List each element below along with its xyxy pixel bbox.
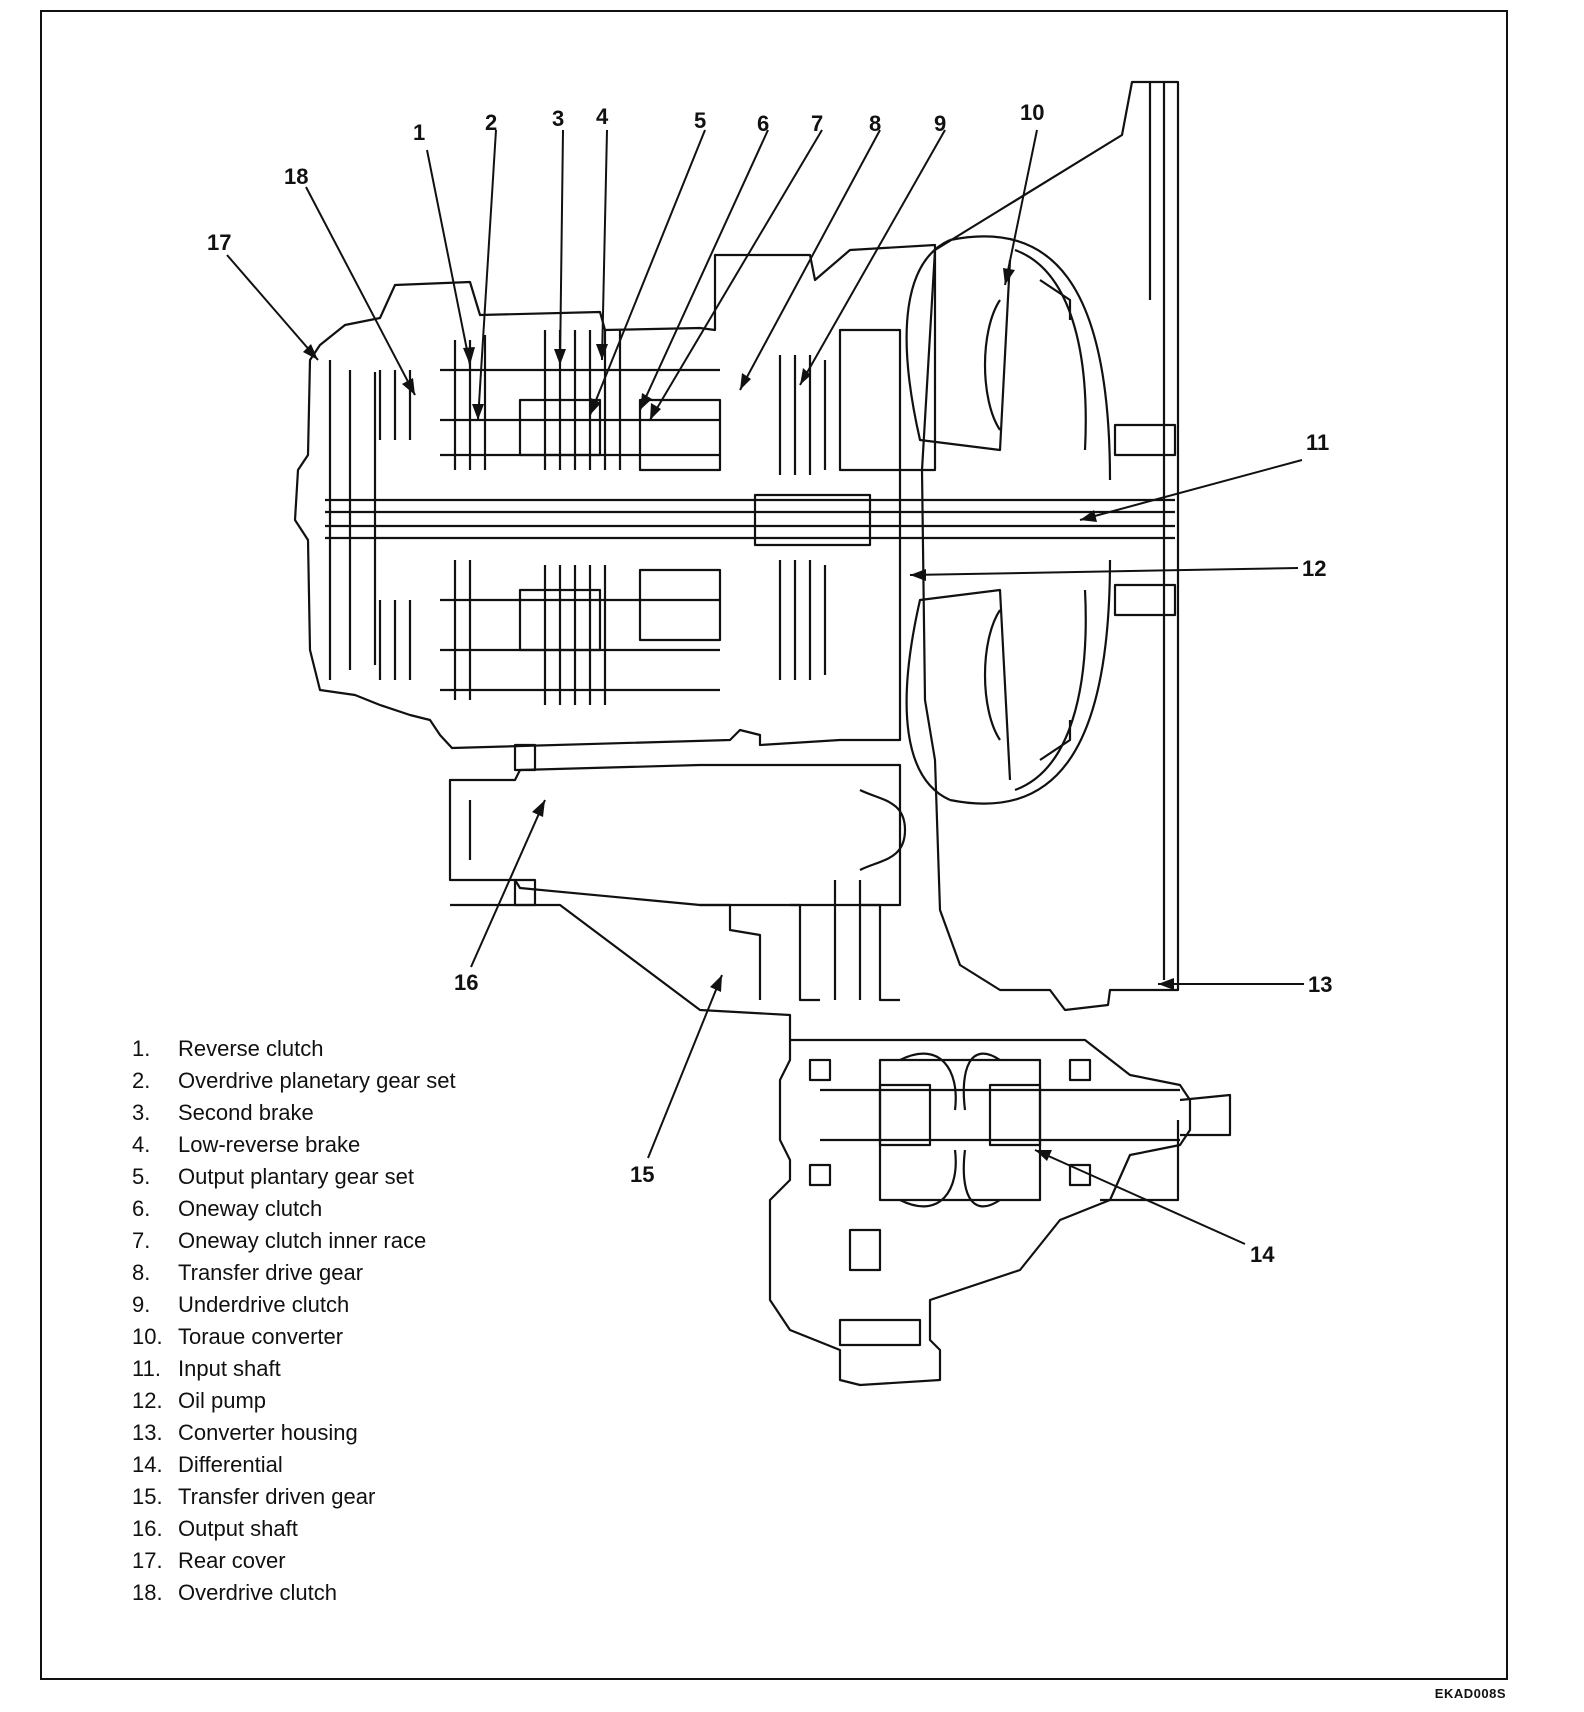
legend-item: 7.Oneway clutch inner race [132, 1228, 427, 1253]
callout-12: 12 [1302, 556, 1326, 581]
legend-item: 9.Underdrive clutch [132, 1292, 350, 1317]
legend-item: 3.Second brake [132, 1100, 314, 1125]
callout-11: 11 [1306, 430, 1329, 455]
legend-item: 11.Input shaft [132, 1356, 281, 1381]
legend-item: 10.Toraue converter [132, 1324, 344, 1349]
callout-2: 2 [485, 110, 497, 135]
callout-5: 5 [694, 108, 706, 133]
parts-legend: 1.Reverse clutch 2.Overdrive planetary g… [132, 1033, 456, 1609]
callout-3: 3 [552, 106, 564, 131]
figure-code: EKAD008S [1434, 1686, 1506, 1701]
legend-item: 13.Converter housing [132, 1420, 358, 1445]
callout-4: 4 [596, 104, 609, 129]
callout-6: 6 [757, 111, 769, 136]
callout-16: 16 [454, 970, 478, 995]
legend-item: 12.Oil pump [132, 1388, 267, 1413]
callout-1: 1 [413, 120, 425, 145]
legend-item: 18.Overdrive clutch [132, 1580, 337, 1605]
callout-9: 9 [934, 111, 946, 136]
callout-13: 13 [1308, 972, 1332, 997]
callout-17: 17 [207, 230, 231, 255]
callout-15: 15 [630, 1162, 654, 1187]
legend-item: 14.Differential [132, 1452, 283, 1477]
legend-item: 1.Reverse clutch [132, 1036, 324, 1061]
figure-frame [40, 10, 1508, 1680]
legend-item: 8.Transfer drive gear [132, 1260, 364, 1285]
transmission-case [293, 243, 937, 750]
main-shaft [325, 498, 1175, 540]
legend-item: 17.Rear cover [132, 1548, 286, 1573]
differential-housing [768, 1038, 1192, 1387]
legend-item: 2.Overdrive planetary gear set [132, 1068, 456, 1093]
callout-10: 10 [1020, 100, 1044, 125]
legend-item: 4.Low-reverse brake [132, 1132, 361, 1157]
legend-item: 16.Output shaft [132, 1516, 298, 1541]
callout-14: 14 [1250, 1242, 1275, 1267]
output-shaft [448, 763, 902, 907]
converter-housing [920, 80, 1180, 1012]
legend-item: 6.Oneway clutch [132, 1196, 323, 1221]
legend-item: 15.Transfer driven gear [132, 1484, 376, 1509]
callout-8: 8 [869, 111, 881, 136]
legend-item: 5.Output plantary gear set [132, 1164, 415, 1189]
torque-converter [949, 235, 1112, 805]
callout-18: 18 [284, 164, 308, 189]
callout-7: 7 [811, 111, 823, 136]
